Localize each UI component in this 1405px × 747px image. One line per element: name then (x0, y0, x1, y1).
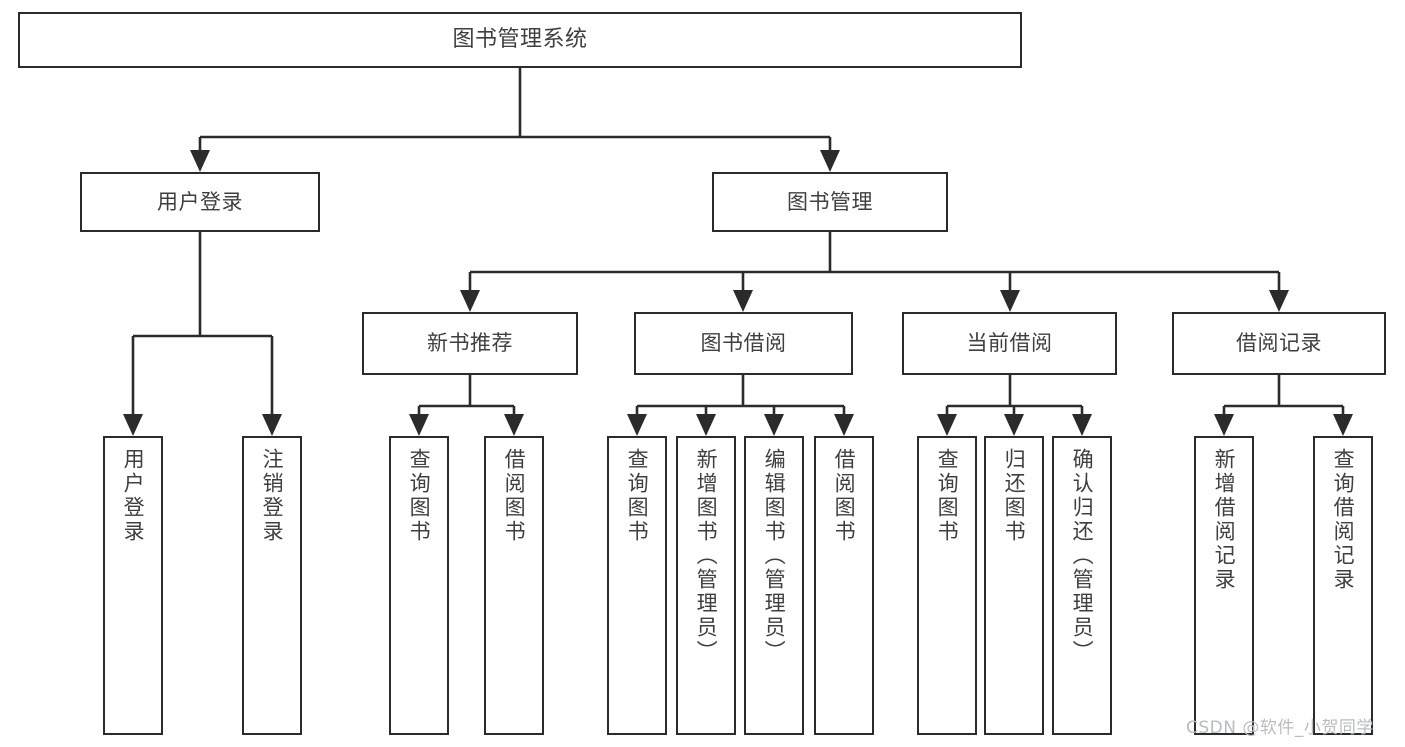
arrow-head-borrow-record (1269, 290, 1289, 312)
arrow-head-new-book-leaf-2 (504, 414, 524, 436)
node-leaf-query-borrow-record[interactable]: 查询借阅记录 (1313, 436, 1373, 735)
node-leaf-add-book-admin[interactable]: 新增图书（管理员） (676, 436, 736, 735)
arrow-head-book-borrow (733, 290, 753, 312)
node-label: 用户登录 (121, 448, 146, 544)
arrow-head-book-borrow-leaf-1 (627, 414, 647, 436)
node-root-book-management-system[interactable]: 图书管理系统 (18, 12, 1022, 68)
arrow-head-new-book-leaf-1 (409, 414, 429, 436)
node-user-login[interactable]: 用户登录 (80, 172, 320, 232)
arrow-head-current-borrow-leaf-1 (937, 414, 957, 436)
node-leaf-query-book[interactable]: 查询图书 (607, 436, 667, 735)
node-label: 新增图书（管理员） (694, 448, 719, 664)
node-leaf-confirm-return-admin[interactable]: 确认归还（管理员） (1052, 436, 1112, 735)
node-label: 图书管理 (787, 189, 873, 214)
node-book-management[interactable]: 图书管理 (712, 172, 948, 232)
arrow-head-current-borrow (1000, 290, 1020, 312)
csdn-watermark: CSDN @软件_小贺同学 (1186, 718, 1374, 738)
node-leaf-query-book-recommend[interactable]: 查询图书 (389, 436, 449, 735)
node-label: 借阅记录 (1236, 331, 1322, 356)
node-label: 当前借阅 (966, 331, 1053, 356)
node-borrow-record[interactable]: 借阅记录 (1172, 312, 1386, 375)
node-label: 注销登录 (260, 448, 285, 544)
node-leaf-borrow-book[interactable]: 借阅图书 (814, 436, 874, 735)
arrow-head-borrow-record-leaf-1 (1214, 414, 1234, 436)
arrow-head-current-borrow-leaf-2 (1004, 414, 1024, 436)
node-label: 查询图书 (625, 448, 650, 544)
arrow-head-book-manage (820, 150, 840, 172)
node-label: 借阅图书 (832, 448, 857, 544)
node-leaf-user-login[interactable]: 用户登录 (103, 436, 163, 735)
node-label: 新增借阅记录 (1212, 448, 1237, 592)
node-current-borrow[interactable]: 当前借阅 (902, 312, 1117, 375)
arrow-head-user-login-leaf-2 (262, 414, 282, 436)
node-leaf-edit-book-admin[interactable]: 编辑图书（管理员） (744, 436, 804, 735)
node-leaf-logout[interactable]: 注销登录 (242, 436, 302, 735)
arrow-head-book-borrow-leaf-3 (764, 414, 784, 436)
node-leaf-borrow-book-recommend[interactable]: 借阅图书 (484, 436, 544, 735)
arrow-head-new-book (460, 290, 480, 312)
node-label: 查询借阅记录 (1331, 448, 1356, 592)
node-label: 编辑图书（管理员） (762, 448, 787, 664)
node-label: 查询图书 (935, 448, 960, 544)
node-label: 图书管理系统 (452, 27, 588, 53)
arrow-head-book-borrow-leaf-2 (696, 414, 716, 436)
node-label: 查询图书 (407, 448, 432, 544)
arrow-head-borrow-record-leaf-2 (1333, 414, 1353, 436)
node-book-borrow[interactable]: 图书借阅 (634, 312, 853, 375)
node-new-book-recommend[interactable]: 新书推荐 (362, 312, 578, 375)
arrow-head-user-login (190, 150, 210, 172)
node-label: 新书推荐 (427, 331, 513, 356)
node-label: 借阅图书 (502, 448, 527, 544)
arrow-head-user-login-leaf-1 (123, 414, 143, 436)
node-leaf-query-book-current[interactable]: 查询图书 (917, 436, 977, 735)
arrow-head-current-borrow-leaf-3 (1072, 414, 1092, 436)
node-label: 归还图书 (1002, 448, 1027, 544)
arrow-head-book-borrow-leaf-4 (834, 414, 854, 436)
node-leaf-return-book[interactable]: 归还图书 (984, 436, 1044, 735)
node-label: 图书借阅 (700, 331, 787, 356)
node-label: 确认归还（管理员） (1070, 448, 1095, 664)
node-leaf-add-borrow-record[interactable]: 新增借阅记录 (1194, 436, 1254, 735)
node-label: 用户登录 (157, 189, 243, 214)
